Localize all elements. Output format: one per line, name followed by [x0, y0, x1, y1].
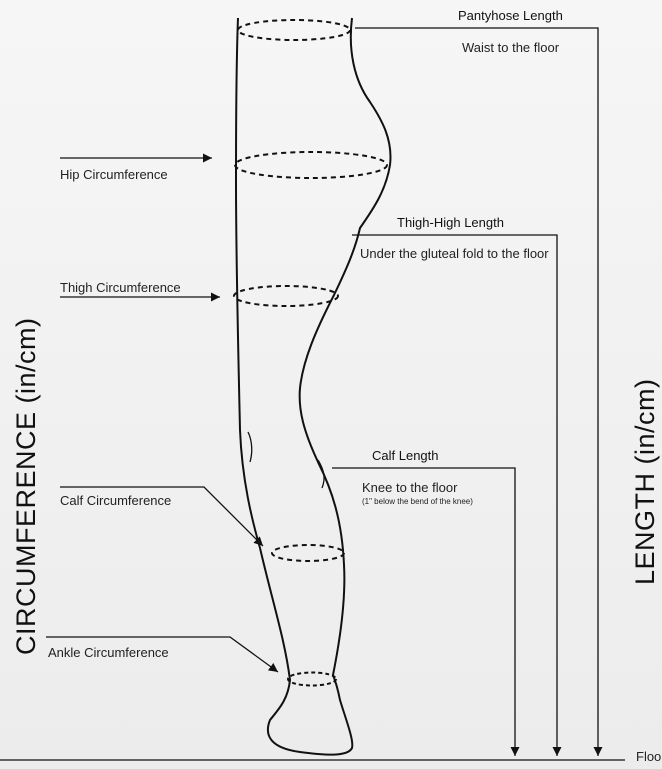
length-axis-label: LENGTH (in/cm): [630, 378, 660, 585]
floor-label: Floor: [636, 749, 662, 764]
calf-length-note: (1" below the bend of the knee): [362, 497, 473, 506]
calf-length-leader: [332, 467, 520, 756]
leg-outline: [234, 17, 392, 756]
knee-crease: [247, 431, 253, 463]
thigh-high-desc: Under the gluteal fold to the floor: [360, 246, 549, 261]
ankle-arrow: [46, 636, 279, 673]
knee-front-detail: [317, 459, 325, 489]
thigh-ellipse: [233, 285, 339, 307]
thigh-high-title: Thigh-High Length: [397, 215, 504, 230]
pantyhose-leader: [355, 27, 603, 756]
calf-ellipse: [271, 544, 345, 562]
hip-ellipse: [234, 151, 388, 179]
hip-label: Hip Circumference: [60, 167, 168, 182]
pantyhose-title: Pantyhose Length: [458, 8, 563, 23]
thigh-high-leader: [352, 234, 562, 756]
calf-length-desc: Knee to the floor: [362, 480, 458, 495]
ankle-ellipse: [287, 671, 337, 687]
calf-arrow: [60, 486, 264, 547]
waist-ellipse: [237, 19, 351, 41]
thigh-label: Thigh Circumference: [60, 280, 181, 295]
pantyhose-desc: Waist to the floor: [462, 40, 560, 55]
calf-label: Calf Circumference: [60, 493, 171, 508]
ankle-label: Ankle Circumference: [48, 645, 169, 660]
circumference-axis-label: CIRCUMFERENCE (in/cm): [11, 318, 41, 656]
calf-length-title: Calf Length: [372, 448, 439, 463]
